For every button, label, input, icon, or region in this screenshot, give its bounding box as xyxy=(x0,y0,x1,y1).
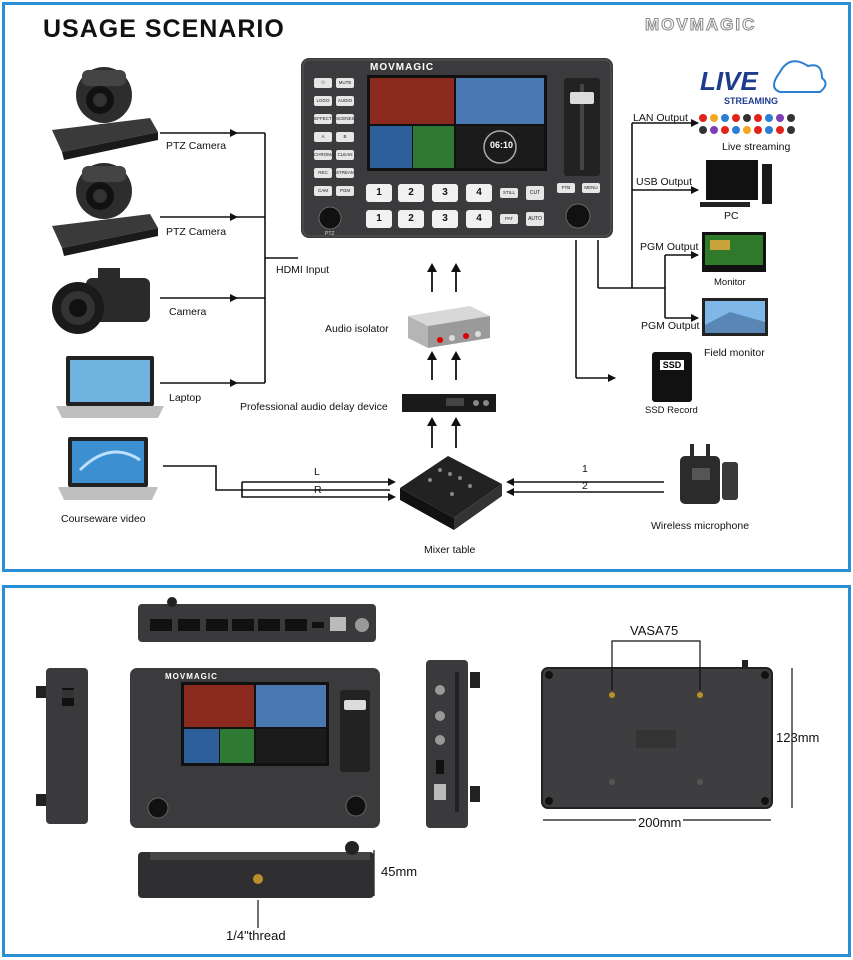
wireless-microphone-icon xyxy=(680,444,738,504)
ptz-camera-1-icon xyxy=(52,67,158,160)
audio-delay-device-icon xyxy=(402,394,496,412)
auto-button[interactable]: AUTO xyxy=(526,212,544,226)
pc-icon xyxy=(700,160,772,207)
hdmi-input-lines xyxy=(160,132,298,384)
pvw-button-1[interactable]: 1 xyxy=(366,184,392,202)
mic-channel-2-label: 2 xyxy=(582,480,588,492)
monitor-label: Monitor xyxy=(714,277,746,288)
device-left-side-view xyxy=(36,668,88,824)
field-monitor-label: Field monitor xyxy=(704,347,765,359)
device-button-mute[interactable]: MUTE xyxy=(336,78,354,88)
pgm-output-2-label: PGM Output xyxy=(641,320,700,332)
pgm-button-3[interactable]: 3 xyxy=(432,210,458,228)
device-back-view xyxy=(541,660,773,809)
laptop-icon xyxy=(56,356,164,418)
page-title: USAGE SCENARIO xyxy=(43,15,285,43)
device-button-effect[interactable]: EFFECT xyxy=(314,114,332,124)
ssd-chip-label: SSD xyxy=(660,360,684,370)
field-monitor-icon xyxy=(702,298,768,336)
live-streaming-label: Live streaming xyxy=(722,141,791,153)
device-button-clean[interactable]: CLEAN xyxy=(336,150,354,160)
mixer-table-label: Mixer table xyxy=(424,544,476,556)
device-button-logo[interactable]: LOGO xyxy=(314,96,332,106)
brand-logo: MOVMAGIC xyxy=(644,15,757,35)
mixer-table-icon xyxy=(400,456,502,530)
audio-isolator-label: Audio isolator xyxy=(325,323,389,335)
device-right-side-view xyxy=(426,660,480,828)
usb-output-label: USB Output xyxy=(636,176,693,188)
device-button-a[interactable]: A xyxy=(314,132,332,142)
depth-dimension-label: 45mm xyxy=(381,864,418,879)
ptz-camera-2-icon xyxy=(52,163,158,256)
audio-up-arrows xyxy=(431,270,457,448)
device-button-stream[interactable]: STREAM xyxy=(336,168,355,178)
monitor-icon xyxy=(702,232,766,272)
ptz-camera-1-label: PTZ Camera xyxy=(166,140,227,152)
device-button-cam[interactable]: CAM xyxy=(314,186,332,196)
live-logo-top: LIVE xyxy=(700,66,758,96)
device-button-b[interactable]: B xyxy=(336,132,354,142)
ssd-record-label: SSD Record xyxy=(645,405,698,416)
wireless-microphone-label: Wireless microphone xyxy=(651,520,750,532)
pvw-button-3[interactable]: 3 xyxy=(432,184,458,202)
device-button-rec[interactable]: REC xyxy=(314,168,332,178)
device-button-audio[interactable]: AUDIO xyxy=(336,96,354,106)
right-channel-label: R xyxy=(314,484,322,496)
live-streaming-graphic xyxy=(699,60,827,134)
courseware-video-label: Courseware video xyxy=(61,513,146,525)
live-logo-bottom: STREAMING xyxy=(724,96,778,106)
pc-label: PC xyxy=(724,210,739,222)
dslr-camera-icon xyxy=(52,268,150,334)
device-button-pgm[interactable]: PGM xyxy=(336,186,354,196)
pat-button[interactable]: PAT xyxy=(500,214,518,224)
device-left-button-grid: ⚇ MUTE LOGO AUDIO EFFECT SCENES A B CHRO… xyxy=(314,78,358,196)
pgm-button-1[interactable]: 1 xyxy=(366,210,392,228)
device-front-view xyxy=(130,668,380,828)
device-bottom-view xyxy=(138,841,374,898)
pvw-button-2[interactable]: 2 xyxy=(398,184,424,202)
lan-output-label: LAN Output xyxy=(633,112,688,124)
front-brand-label: MOVMAGIC xyxy=(165,672,218,681)
device-button-chroma[interactable]: CHROMA xyxy=(314,150,334,160)
vesa-label: VASA75 xyxy=(630,623,679,638)
device-button-scenes[interactable]: SCENES xyxy=(336,114,355,124)
courseware-laptop-icon xyxy=(58,437,158,500)
pgm-button-4[interactable]: 4 xyxy=(466,210,492,228)
menu-button[interactable]: MENU xyxy=(582,183,600,193)
ptz-knob-label: PTZ xyxy=(325,231,335,237)
device-brand-label: MOVMAGIC xyxy=(370,62,435,73)
hdmi-input-label: HDMI Input xyxy=(276,264,330,276)
audio-delay-label: Professional audio delay device xyxy=(240,401,388,413)
camera-label: Camera xyxy=(169,306,207,318)
thread-label: 1/4"thread xyxy=(226,928,286,943)
audio-isolator-icon xyxy=(408,306,490,348)
left-channel-label: L xyxy=(314,466,320,478)
still-button[interactable]: STILL xyxy=(500,188,518,198)
laptop-label: Laptop xyxy=(169,392,202,404)
pgm-output-1-label: PGM Output xyxy=(640,241,699,253)
device-rear-view xyxy=(138,597,376,642)
screen-time-readout: 06:10 xyxy=(490,140,514,150)
height-dimension-label: 123mm xyxy=(776,730,820,745)
ptz-camera-2-label: PTZ Camera xyxy=(166,226,227,238)
mic-channel-1-label: 1 xyxy=(582,463,588,475)
pvw-button-4[interactable]: 4 xyxy=(466,184,492,202)
width-dimension-label: 200mm xyxy=(636,815,684,830)
device-button-user[interactable]: ⚇ xyxy=(314,78,332,88)
lr-audio-lines xyxy=(163,465,664,498)
ftb-button[interactable]: FTB xyxy=(557,183,575,193)
pgm-button-2[interactable]: 2 xyxy=(398,210,424,228)
cut-button[interactable]: CUT xyxy=(526,186,544,200)
